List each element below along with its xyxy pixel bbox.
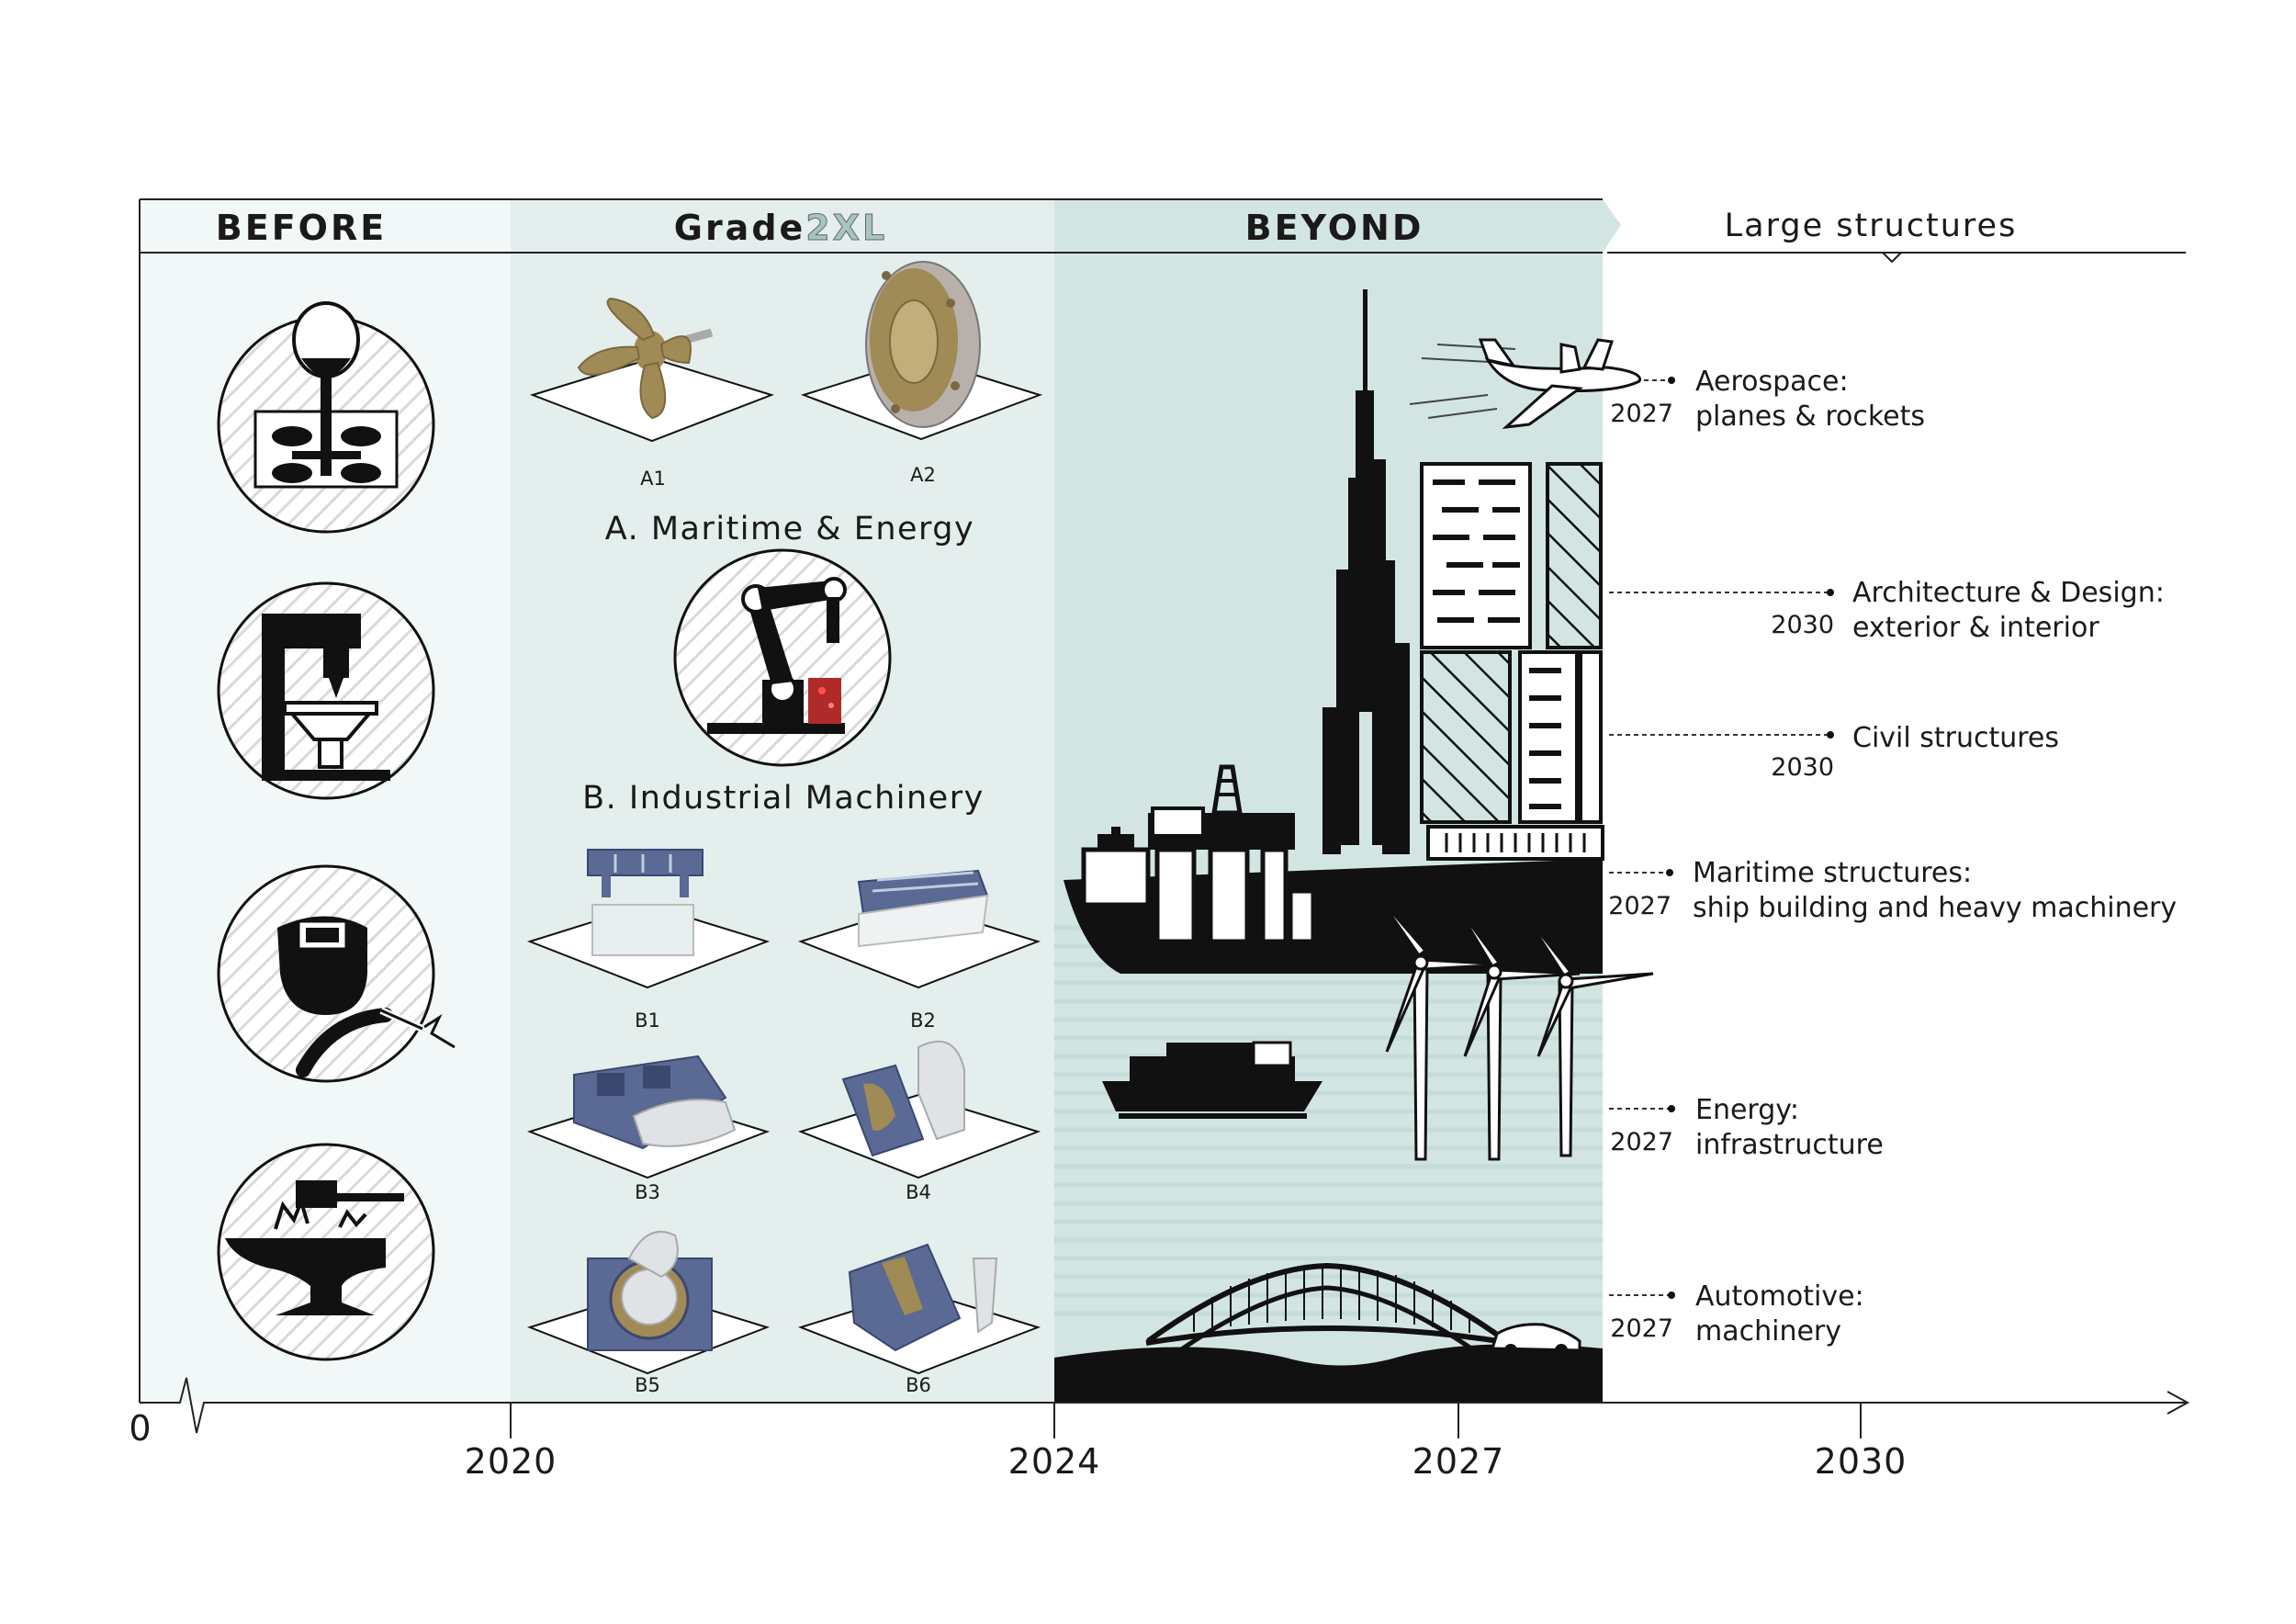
application-maritime: Maritime structures: ship building and h… xyxy=(1608,857,2177,924)
app-civil-year: 2030 xyxy=(1771,753,1834,782)
oil-platform-ship xyxy=(1064,764,1603,974)
airplane xyxy=(1409,338,1642,430)
part-label-a1: A1 xyxy=(640,468,666,490)
axis-label-2020: 2020 xyxy=(465,1441,557,1482)
casting-icon xyxy=(217,301,435,534)
cruise-ship xyxy=(1102,1041,1322,1119)
beyond-header: BEYOND xyxy=(1245,208,1424,248)
axis-label-2027: 2027 xyxy=(1412,1441,1505,1482)
app-energy-line1: Energy: xyxy=(1695,1094,1799,1126)
part-b3 xyxy=(526,1054,771,1179)
large-structures-header: Large structures xyxy=(1725,208,2018,244)
part-label-b6: B6 xyxy=(906,1374,931,1396)
part-label-b1: B1 xyxy=(635,1009,660,1032)
app-automotive-year: 2027 xyxy=(1610,1314,1673,1343)
app-maritime-line2: ship building and heavy machinery xyxy=(1693,892,2177,924)
application-automotive: Automotive: machinery 2027 xyxy=(1609,1280,1864,1348)
milling-machine-icon xyxy=(217,581,435,800)
application-civil: Civil structures 2030 xyxy=(1609,722,2059,782)
grade2xl-header: Grade2XL xyxy=(674,208,888,248)
app-aerospace-line2: planes & rockets xyxy=(1695,400,1925,433)
app-automotive-line1: Automotive: xyxy=(1695,1280,1864,1313)
part-b4 xyxy=(797,1040,1041,1179)
office-buildings xyxy=(1420,462,1604,861)
grade-prefix: Grade xyxy=(674,208,806,248)
forging-anvil-icon xyxy=(217,1143,435,1361)
app-architecture-line2: exterior & interior xyxy=(1852,612,2099,644)
part-label-b3: B3 xyxy=(635,1181,660,1203)
part-label-a2: A2 xyxy=(910,464,936,486)
app-maritime-line1: Maritime structures: xyxy=(1693,857,1972,889)
part-a1-propeller xyxy=(529,297,775,443)
timeline-axis xyxy=(140,1377,2186,1434)
wind-turbines xyxy=(1376,895,1654,1161)
application-architecture: Architecture & Design: exterior & interi… xyxy=(1609,577,2165,644)
axis-origin-label: 0 xyxy=(129,1408,152,1449)
part-b2 xyxy=(797,869,1041,989)
axis-label-2024: 2024 xyxy=(1008,1441,1101,1482)
part-b1 xyxy=(526,849,771,989)
section-industrial-machinery: B. Industrial Machinery xyxy=(582,780,985,817)
part-label-b4: B4 xyxy=(906,1181,931,1203)
part-b6 xyxy=(797,1243,1041,1375)
application-energy: Energy: infrastructure 2027 xyxy=(1609,1094,1884,1161)
grade-suffix: 2XL xyxy=(805,208,887,248)
part-label-b2: B2 xyxy=(910,1009,936,1032)
app-automotive-line2: machinery xyxy=(1695,1315,1841,1348)
part-a2-disc xyxy=(800,261,1043,441)
app-maritime-year: 2027 xyxy=(1608,892,1671,920)
app-aerospace-year: 2027 xyxy=(1610,400,1673,428)
part-label-b5: B5 xyxy=(635,1374,660,1396)
skyscraper-silhouette xyxy=(1322,289,1410,854)
ground-with-bridge xyxy=(1054,1262,1603,1403)
timeline-arrowhead xyxy=(2167,1391,2190,1415)
app-architecture-year: 2030 xyxy=(1771,611,1834,639)
app-architecture-line1: Architecture & Design: xyxy=(1852,577,2165,609)
app-civil-line1: Civil structures xyxy=(1852,722,2059,754)
large-structures-caret xyxy=(1882,252,1902,264)
app-energy-year: 2027 xyxy=(1610,1128,1673,1156)
app-aerospace-line1: Aerospace: xyxy=(1695,366,1849,398)
axis-label-2030: 2030 xyxy=(1815,1441,1908,1482)
robot-arm-icon xyxy=(673,548,892,767)
welding-icon xyxy=(217,864,456,1083)
section-maritime-energy: A. Maritime & Energy xyxy=(605,511,975,547)
app-energy-line2: infrastructure xyxy=(1695,1129,1884,1161)
part-b5 xyxy=(526,1231,771,1375)
before-header: BEFORE xyxy=(216,208,387,248)
application-aerospace: Aerospace: planes & rockets 2027 xyxy=(1610,366,1925,433)
